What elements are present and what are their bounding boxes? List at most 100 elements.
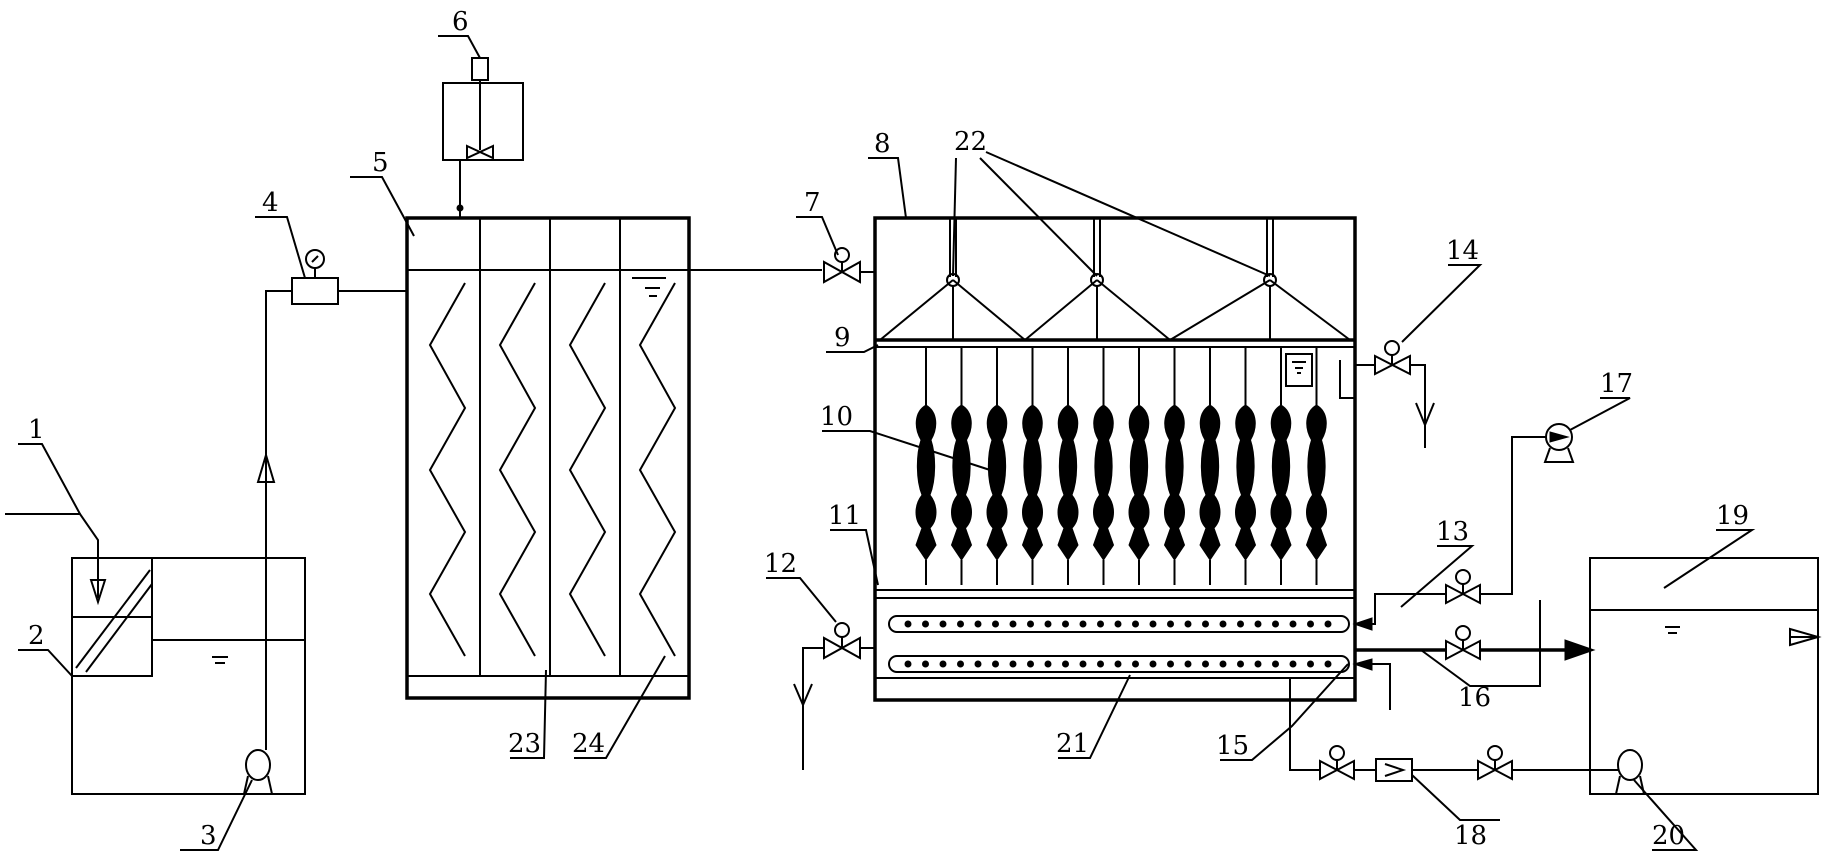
perforation-dot [1254, 620, 1262, 628]
flow-arrow-icon [1789, 627, 1822, 647]
perforation-dot [1009, 620, 1017, 628]
perforation-dot [1114, 660, 1122, 668]
perforation-dot [1097, 660, 1104, 668]
valve-icon [1445, 625, 1481, 661]
distributor-hoods [879, 218, 1351, 341]
perforation-dot [974, 660, 982, 668]
water-level-symbol [632, 277, 666, 297]
perforation-dot [904, 660, 912, 668]
media-strand [1163, 347, 1186, 585]
valve-icon [1445, 569, 1481, 605]
perforation-dot [1167, 660, 1174, 668]
media-strand [1057, 347, 1079, 585]
mixer-icon [471, 57, 489, 81]
label-3: 3 [200, 821, 217, 851]
label-23: 23 [508, 729, 541, 759]
perforation-dot [1079, 620, 1087, 628]
perforation-dot [1254, 660, 1262, 668]
reactor-8 [873, 216, 1357, 702]
media-strand [1270, 347, 1292, 585]
perforation-dot [974, 620, 982, 628]
inlet-tank [5, 513, 306, 795]
label-8: 8 [874, 129, 891, 159]
label-6: 6 [452, 7, 469, 37]
perforation-dot [1219, 660, 1227, 668]
blower-17 [1543, 423, 1575, 463]
media-strand [950, 347, 973, 585]
aeration-pipe-13 [888, 615, 1350, 633]
perforation-dot [1044, 620, 1052, 628]
media-strand [1021, 347, 1044, 585]
perforation-dot [1027, 620, 1034, 628]
media-strand [986, 347, 1008, 585]
perforation-dot [922, 620, 929, 628]
drain-icon [793, 683, 813, 770]
dosing-tank-6 [442, 57, 524, 218]
perforation-dot [1324, 620, 1332, 628]
label-22: 22 [954, 127, 987, 157]
perforation-dot [1062, 620, 1069, 628]
gauge-icon [305, 249, 325, 269]
label-17: 17 [1600, 369, 1633, 399]
perforation-dot [1027, 660, 1034, 668]
label-7: 7 [804, 188, 821, 218]
perforation-dot [904, 620, 912, 628]
label-11: 11 [828, 501, 861, 531]
label-19: 19 [1716, 501, 1749, 531]
perforation-dot [1289, 620, 1297, 628]
water-level-symbol [212, 656, 228, 664]
perforation-dot [1219, 620, 1227, 628]
label-2: 2 [28, 621, 45, 651]
label-20: 20 [1652, 821, 1685, 851]
label-12: 12 [764, 549, 797, 579]
baffled-tank-5 [405, 216, 691, 700]
suspended-media-strands [915, 347, 1328, 585]
perforation-dot [1149, 660, 1157, 668]
media-strand [1092, 347, 1115, 585]
perforation-dot [1132, 620, 1139, 628]
label-13: 13 [1436, 517, 1469, 547]
valve-icon [1477, 745, 1513, 781]
perforation-dot [1272, 660, 1279, 668]
perforation-dot [922, 660, 929, 668]
perforation-dot [1202, 620, 1209, 628]
media-strand [1305, 347, 1328, 585]
label-9: 9 [834, 323, 851, 353]
perforation-dot [1202, 660, 1209, 668]
label-4: 4 [262, 188, 279, 218]
label-15: 15 [1216, 731, 1249, 761]
perforation-dot [1009, 660, 1017, 668]
label-14: 14 [1446, 236, 1479, 266]
perforation-dot [1184, 660, 1192, 668]
label-5: 5 [372, 148, 389, 178]
pump-icon [243, 749, 273, 795]
water-level-symbol [1665, 626, 1680, 634]
label-1: 1 [28, 415, 45, 445]
media-strand [915, 347, 937, 585]
label-18: 18 [1454, 821, 1487, 851]
media-strand [1199, 347, 1221, 585]
perforation-dot [1062, 660, 1069, 668]
drain-icon [1415, 402, 1435, 448]
perforation-dot [939, 620, 947, 628]
check-valve-18 [1375, 758, 1413, 782]
label-24: 24 [572, 729, 605, 759]
perforation-dot [1307, 660, 1314, 668]
label-21: 21 [1056, 729, 1089, 759]
perforation-dot [957, 620, 964, 628]
valve-icon [823, 247, 861, 284]
perforation-dot [957, 660, 964, 668]
media-strand [1128, 347, 1150, 585]
perforation-dot [1079, 660, 1087, 668]
perforation-dot [1184, 620, 1192, 628]
flow-arrow-icon [256, 451, 276, 483]
number-labels: 1 2 3 4 5 6 7 8 9 10 11 12 13 14 15 16 1… [28, 7, 1749, 851]
perforation-dot [1097, 620, 1104, 628]
perforation-dot [1324, 660, 1332, 668]
perforation-dot [1167, 620, 1174, 628]
leader-lines [18, 35, 1756, 851]
media-strand [1234, 347, 1257, 585]
perforation-dot [1044, 660, 1052, 668]
label-16: 16 [1458, 683, 1491, 713]
perforation-dot [1289, 660, 1297, 668]
